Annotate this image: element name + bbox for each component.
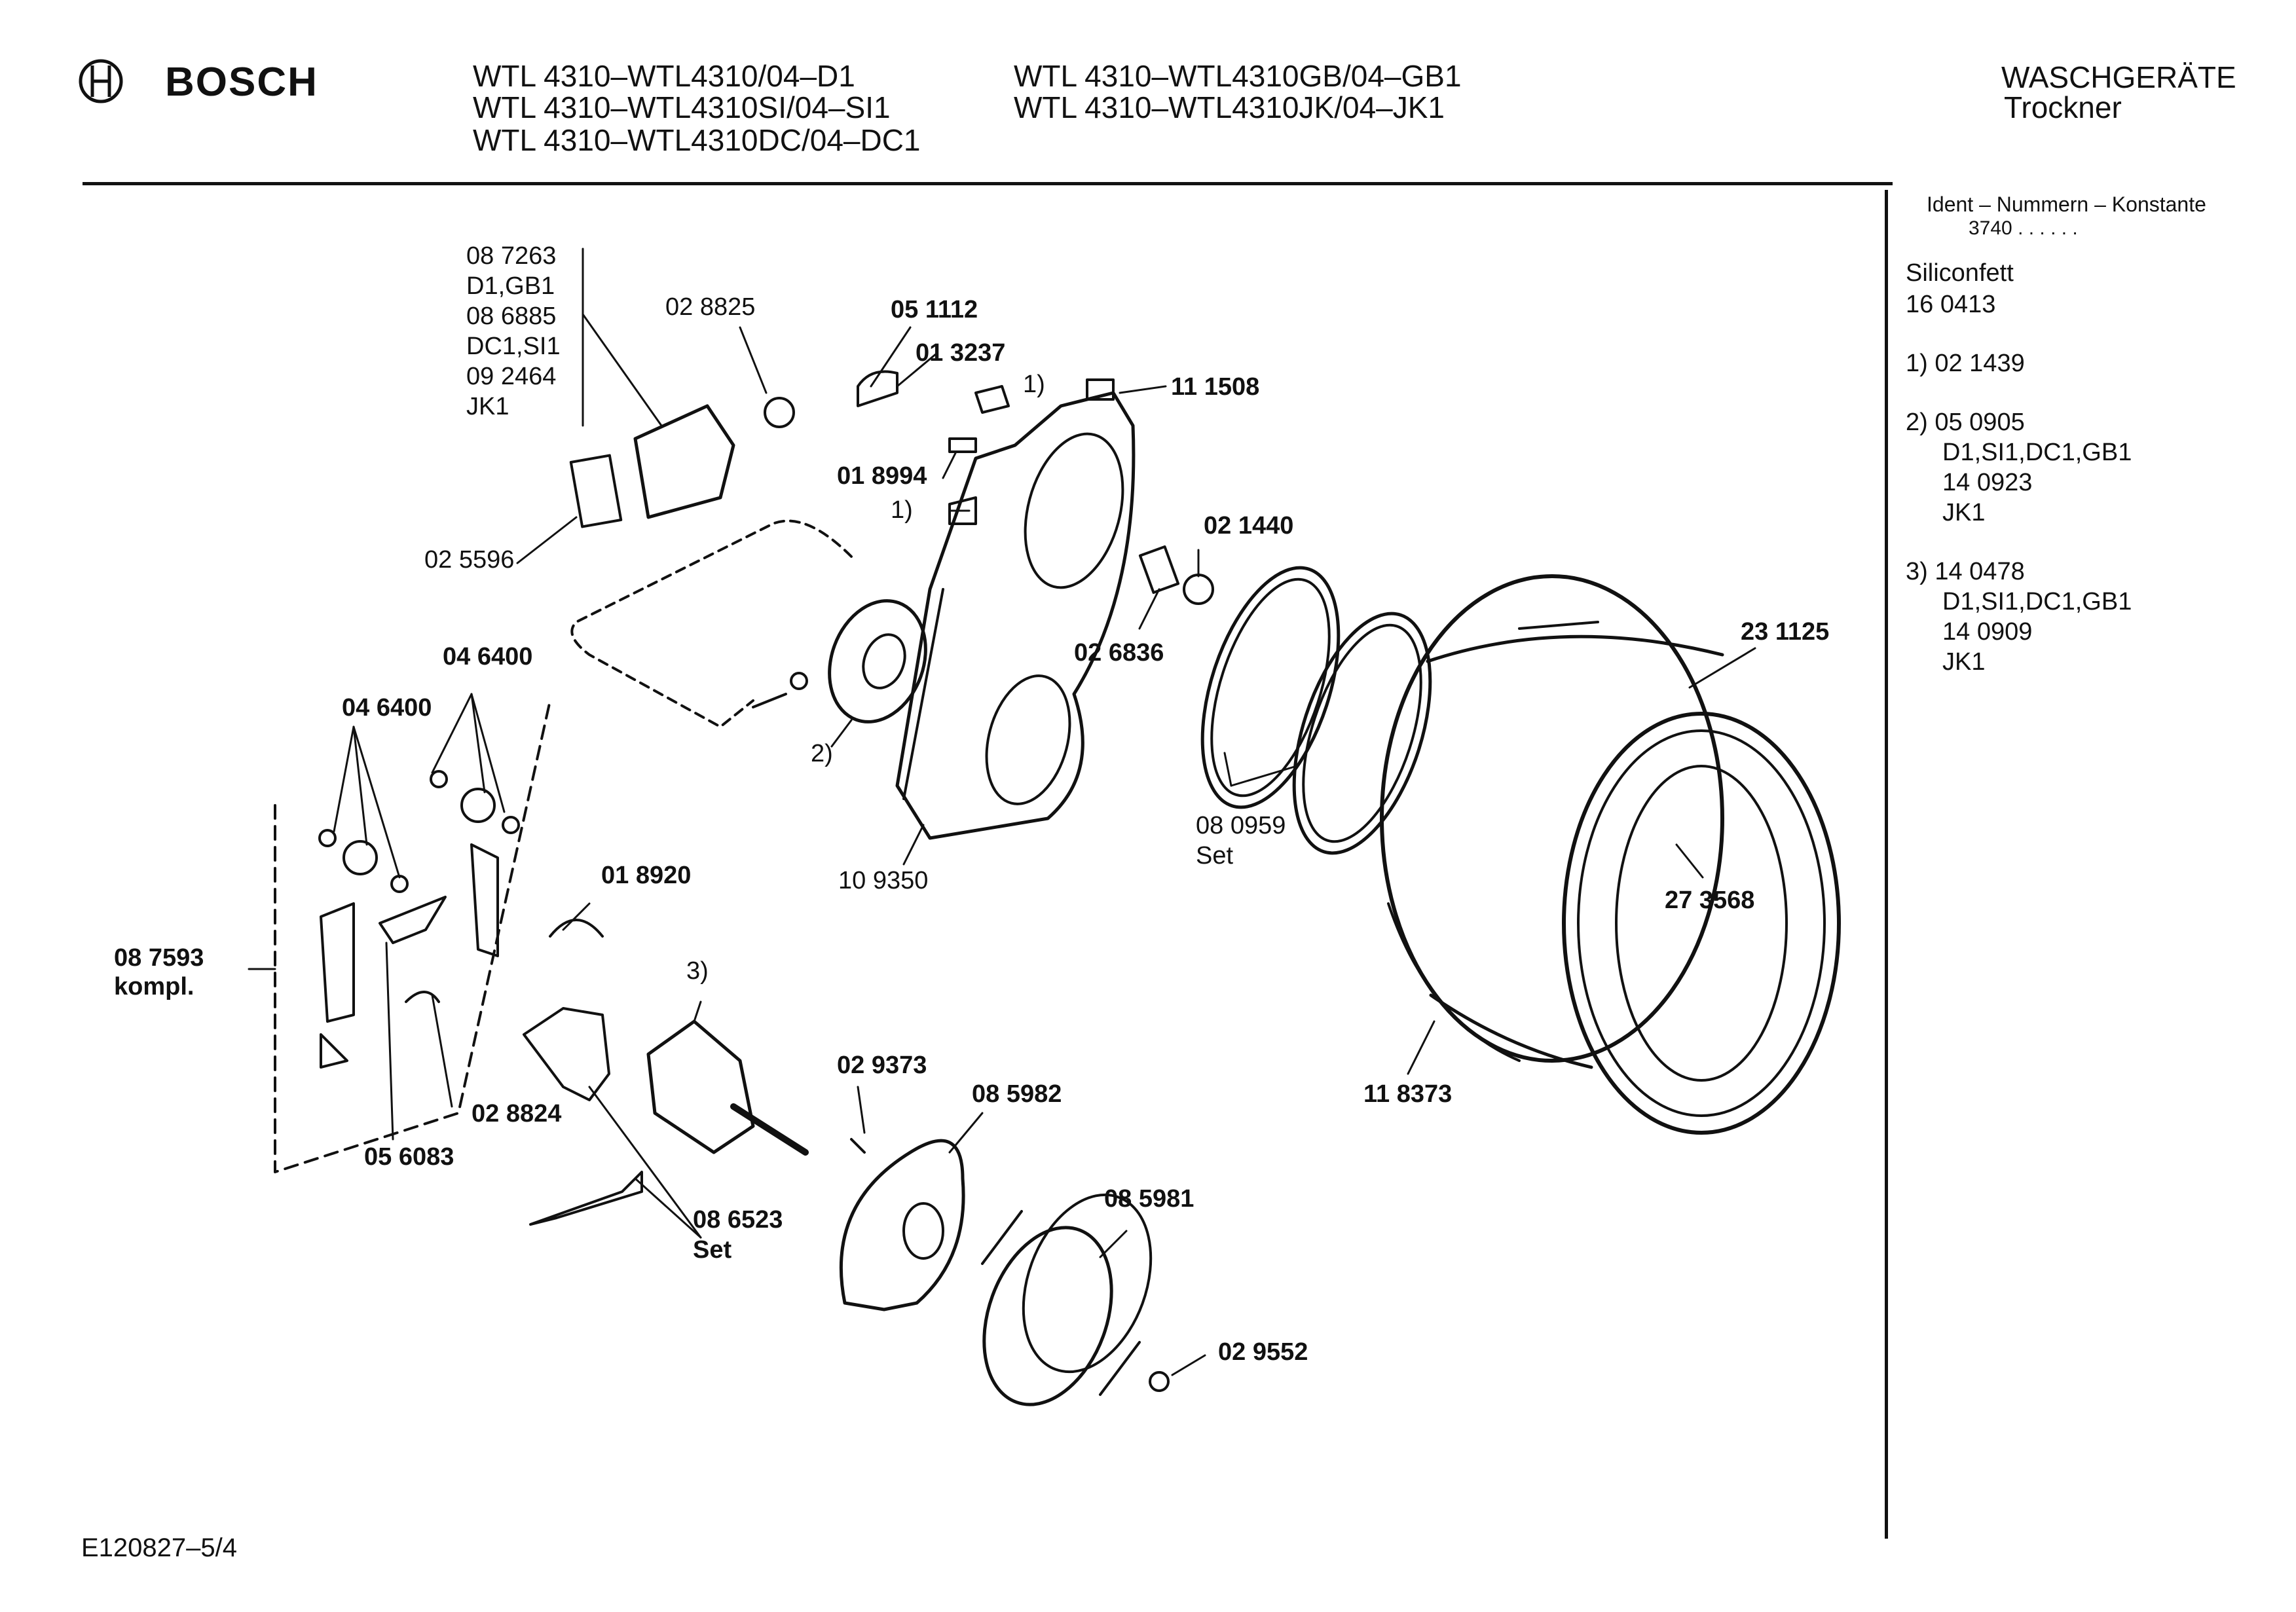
part-label: 02 8825 — [665, 293, 756, 321]
note-1: 1) 02 1439 — [1906, 350, 2025, 377]
part-label: 08 6885 — [466, 302, 557, 330]
kit-frame — [274, 699, 551, 1173]
part-label: D1,GB1 — [466, 272, 555, 300]
note-2-variant: D1,SI1,DC1,GB1 — [1942, 439, 2132, 466]
part-label: JK1 — [466, 393, 509, 420]
part-label: 11 8373 — [1363, 1080, 1453, 1108]
part-label: 01 8920 — [601, 862, 692, 889]
small-parts — [405, 370, 1214, 1392]
part-label: Set — [1196, 842, 1234, 870]
sidebar-divider — [1885, 190, 1888, 1539]
category-title: WASCHGERÄTE — [2001, 60, 2236, 94]
motor-part — [646, 1019, 809, 1156]
category-subtitle: Trockner — [2004, 90, 2122, 124]
part-label: 08 5982 — [972, 1080, 1062, 1108]
part-label: 05 1112 — [891, 296, 978, 323]
part-label: 08 7593 — [114, 944, 204, 972]
part-label: 04 6400 — [443, 643, 533, 670]
part-label: 08 5981 — [1104, 1185, 1194, 1213]
blower-wheel-part — [828, 599, 927, 724]
header-divider — [83, 182, 1893, 185]
part-label: 08 6523 — [693, 1206, 783, 1234]
wire-path — [570, 519, 853, 728]
part-label: 09 2464 — [466, 363, 557, 390]
part-label: 02 6836 — [1074, 639, 1164, 667]
part-label: 05 6083 — [364, 1143, 454, 1171]
part-label: 01 3237 — [916, 339, 1006, 367]
fan-wheel-part — [981, 1193, 1153, 1406]
part-label: 02 8824 — [472, 1100, 562, 1127]
felt-seal-parts — [1200, 566, 1432, 855]
part-label: 11 1508 — [1171, 373, 1260, 401]
grease-number: 16 0413 — [1906, 291, 1996, 318]
part-label: 27 3568 — [1665, 887, 1755, 914]
part-label: 01 8994 — [837, 462, 927, 490]
leader-lines — [248, 247, 1756, 1376]
note-2-alt: 14 0923 — [1942, 469, 2033, 496]
model-line: WTL 4310–WTL4310GB/04–GB1 — [1014, 59, 1462, 93]
part-label: 02 9552 — [1218, 1338, 1308, 1366]
drawing-number: E120827–5/4 — [81, 1533, 238, 1562]
part-label: DC1,SI1 — [466, 333, 561, 360]
part-label: 02 9373 — [837, 1052, 927, 1079]
note-3-variant: JK1 — [1942, 648, 1986, 676]
part-label: 08 7263 — [466, 242, 557, 270]
brand-name: BOSCH — [165, 60, 318, 105]
note-3-alt: 14 0909 — [1942, 618, 2033, 646]
model-line: WTL 4310–WTL4310JK/04–JK1 — [1014, 90, 1445, 124]
footnote-ref: 1) — [891, 496, 913, 524]
part-label: Set — [693, 1236, 732, 1264]
model-line: WTL 4310–WTL4310SI/04–SI1 — [473, 90, 891, 124]
ident-value: 3740 . . . . . . — [1969, 217, 2078, 239]
part-label: 23 1125 — [1741, 618, 1830, 646]
idler-assembly-part — [318, 770, 520, 1069]
note-3-variant: D1,SI1,DC1,GB1 — [1942, 588, 2132, 615]
drum-part — [1380, 574, 1841, 1135]
grease-name: Siliconfett — [1906, 259, 2014, 287]
part-label: 04 6400 — [342, 694, 432, 722]
motor-bracket-part — [523, 1007, 643, 1226]
model-line: WTL 4310–WTL4310/04–D1 — [473, 59, 855, 93]
part-label: kompl. — [114, 973, 194, 1000]
part-label: 02 5596 — [424, 546, 515, 574]
model-line: WTL 4310–WTL4310DC/04–DC1 — [473, 123, 921, 157]
footnote-ref: 2) — [811, 740, 833, 767]
part-label: 08 0959 — [1196, 812, 1286, 839]
ident-title: Ident – Nummern – Konstante — [1927, 192, 2206, 216]
note-2: 2) 05 0905 — [1906, 409, 2025, 436]
part-label: 02 1440 — [1204, 512, 1294, 540]
heater-box-part — [569, 397, 795, 528]
note-2-variant: JK1 — [1942, 499, 1986, 526]
note-3: 3) 14 0478 — [1906, 558, 2025, 585]
footnote-ref: 1) — [1023, 371, 1045, 398]
footnote-ref: 3) — [686, 957, 709, 985]
part-label: 10 9350 — [838, 867, 929, 894]
bearing-shield-part — [895, 391, 1136, 840]
fan-housing-part — [839, 1139, 965, 1311]
